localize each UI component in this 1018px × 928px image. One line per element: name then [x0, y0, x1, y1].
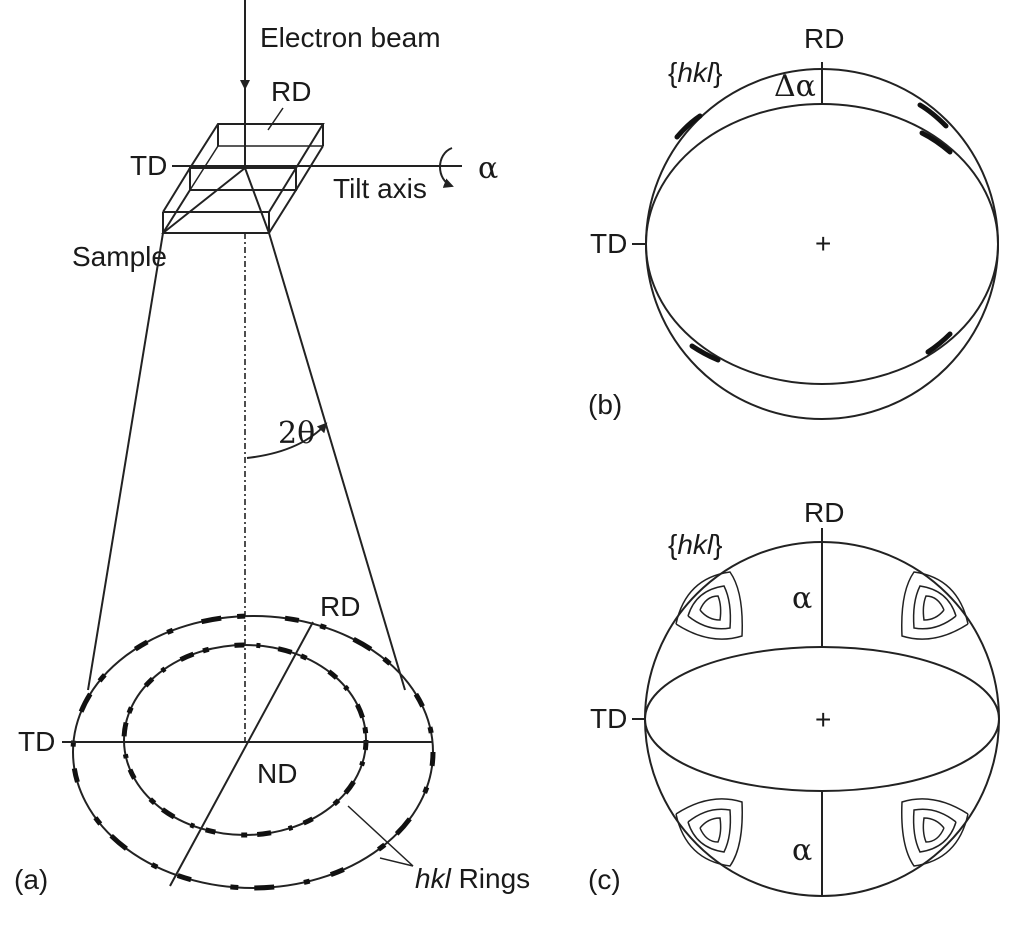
rd-top-label: RD — [271, 76, 311, 107]
b-td-label: TD — [590, 228, 627, 259]
c-contour-bottom-left — [675, 798, 743, 867]
inner-hkl-ring-reflections — [121, 642, 369, 838]
c-td-label: TD — [590, 703, 627, 734]
b-center-mark: + — [815, 228, 831, 259]
cone-outer-right — [268, 232, 406, 691]
c-hkl-close: } — [713, 529, 722, 560]
c-hkl-italic: hkl — [677, 529, 714, 560]
outer-hkl-ring-reflections — [70, 613, 436, 891]
panel-a: Electron beam RD TD α Tilt axis — [14, 0, 530, 895]
rd-top-leader — [267, 107, 284, 131]
b-hkl-label: {hkl} — [668, 57, 723, 88]
two-theta-label: 2θ — [278, 416, 315, 451]
b-delta-alpha-label: Δα — [774, 69, 816, 104]
panel-a-label: (a) — [14, 864, 48, 895]
hkl-rings-text: Rings — [451, 863, 530, 894]
cone-right-line — [244, 167, 270, 234]
sample-label: Sample — [72, 241, 167, 272]
td-top-label: TD — [130, 150, 167, 181]
b-reflection-top-left — [674, 113, 703, 140]
hkl-rings-italic: hkl — [415, 863, 452, 894]
c-center-mark: + — [815, 704, 831, 735]
nd-label: ND — [257, 758, 297, 789]
panel-b: RD Δα {hkl} TD + (b) — [588, 23, 999, 420]
hkl-rings-leader-2 — [379, 857, 414, 867]
tilt-axis-label: Tilt axis — [333, 173, 427, 204]
b-hkl-italic: hkl — [677, 57, 714, 88]
b-reflection-bottom-right — [925, 331, 953, 355]
cone-left-line — [162, 167, 246, 234]
c-contour-top-right — [901, 571, 969, 640]
c-alpha-bottom-label: α — [792, 833, 812, 868]
hkl-rings-leader-1 — [347, 805, 414, 867]
two-theta-arrow — [246, 422, 328, 459]
panel-b-label: (b) — [588, 389, 622, 420]
b-reflection-top-right — [917, 102, 949, 129]
b-rd-label: RD — [804, 23, 844, 54]
c-hkl-open: { — [668, 529, 677, 560]
panel-c-label: (c) — [588, 864, 621, 895]
b-hkl-open: { — [668, 57, 677, 88]
c-alpha-top-label: α — [792, 581, 812, 616]
electron-beam-label: Electron beam — [260, 22, 441, 53]
sample-box — [161, 123, 325, 234]
alpha-label: α — [478, 151, 498, 186]
b-reflection-bottom-left — [689, 343, 721, 363]
b-hkl-close: } — [713, 57, 722, 88]
c-rd-label: RD — [804, 497, 844, 528]
rotation-arrow-icon — [439, 147, 454, 188]
rd-ring-axis — [169, 621, 314, 887]
c-contour-top-left — [675, 571, 743, 640]
hkl-rings-label: hkl Rings — [415, 863, 530, 894]
td-ring-label: TD — [18, 726, 55, 757]
panel-c: RD {hkl} α α TD + (c) — [588, 497, 1000, 897]
c-hkl-label: {hkl} — [668, 529, 723, 560]
rd-ring-label: RD — [320, 591, 360, 622]
c-contour-bottom-right — [901, 798, 969, 867]
cone-outer-left — [87, 232, 164, 691]
b-reflection-mid-right — [919, 130, 953, 155]
